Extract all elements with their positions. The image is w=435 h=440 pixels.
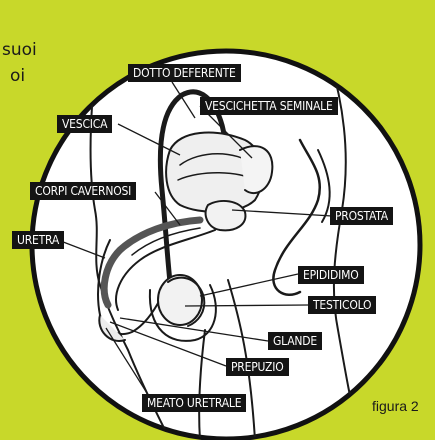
label-vescichetta-seminale: VESCICHETTA SEMINALE (200, 97, 338, 115)
label-corpi-cavernosi: CORPI CAVERNOSI (30, 182, 136, 200)
figure-caption: figura 2 (372, 398, 419, 414)
label-prostata: PROSTATA (330, 207, 393, 225)
label-uretra: URETRA (12, 231, 64, 249)
seminal-vesicle (240, 146, 272, 193)
label-epididimo: EPIDIDIMO (298, 266, 364, 284)
label-prepuzio: PREPUZIO (226, 358, 289, 376)
label-meato-uretrale: MEATO URETRALE (142, 394, 246, 412)
label-glande: GLANDE (268, 332, 322, 350)
label-vescica: VESCICA (57, 115, 112, 133)
label-testicolo: TESTICOLO (308, 296, 376, 314)
label-dotto-deferente: DOTTO DEFERENTE (128, 64, 241, 82)
prostate-gland (206, 201, 246, 230)
